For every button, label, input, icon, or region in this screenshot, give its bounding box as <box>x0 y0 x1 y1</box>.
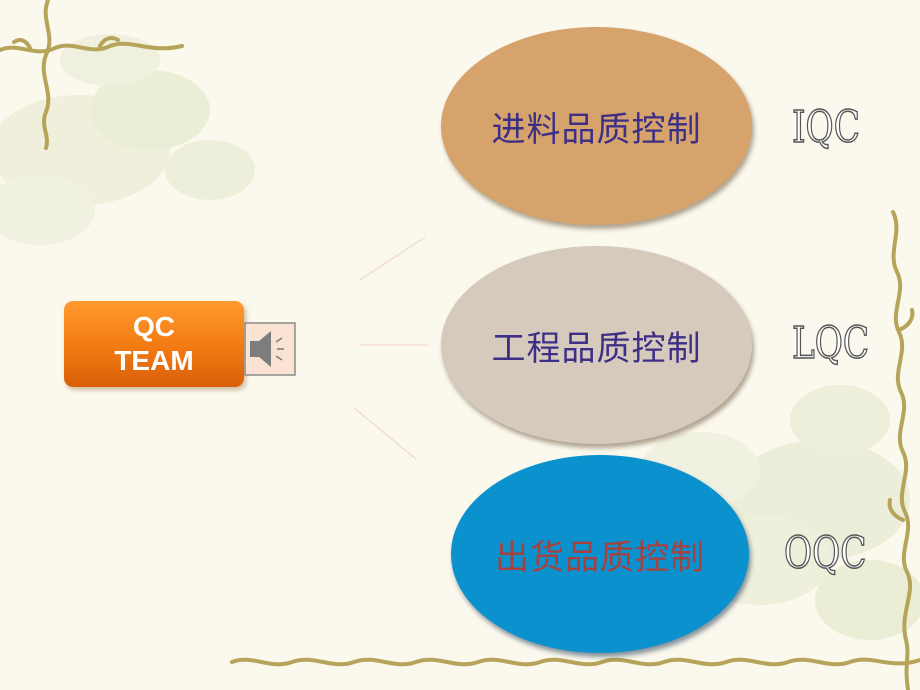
node-process-quality-control[interactable]: 工程品质控制 <box>441 246 752 444</box>
speaker-icon[interactable] <box>244 322 296 376</box>
code-lqc: LQC <box>791 318 870 369</box>
vine-right <box>887 210 915 690</box>
vine-top-left <box>0 0 184 150</box>
qc-team-line1: QC <box>133 311 175 342</box>
qc-team-line2: TEAM <box>114 345 194 376</box>
node-outgoing-quality-control[interactable]: 出货品质控制 <box>451 455 749 653</box>
connector-lines <box>353 236 428 460</box>
code-iqc: IQC <box>791 102 860 153</box>
vine-bottom <box>230 657 920 667</box>
node-incoming-quality-control[interactable]: 进料品质控制 <box>441 27 752 225</box>
node-label-iqc: 进料品质控制 <box>491 109 702 150</box>
node-label-lqc: 工程品质控制 <box>491 328 702 369</box>
qc-team-box[interactable]: QC TEAM <box>64 301 244 387</box>
code-oqc: OQC <box>783 528 867 579</box>
node-label-oqc: 出货品质控制 <box>495 537 705 578</box>
